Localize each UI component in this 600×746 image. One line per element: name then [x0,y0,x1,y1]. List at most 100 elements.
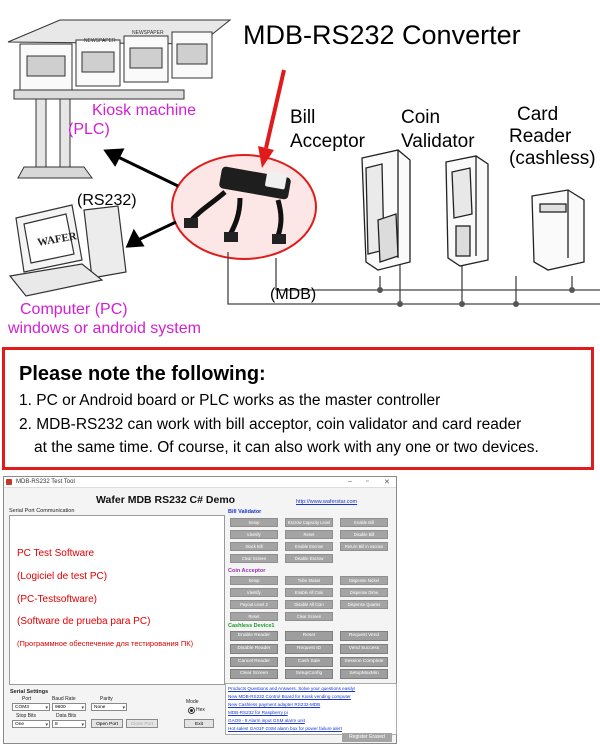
pc-label-line2: windows or android system [8,320,201,337]
pc-label-line1: Computer (PC) [20,301,128,318]
cashless-vend-success-button[interactable]: Vend Success [340,644,388,654]
coin-label-line2: Validator [401,131,475,152]
card-reader-label: Card Reader (cashless) [509,104,596,170]
note-line-1: 1. PC or Android board or PLC works as t… [19,392,441,409]
cashless-cash-sale-button[interactable]: Cash Sale [285,657,333,667]
bill-enable-escrow-button[interactable]: Enable Escrow [285,542,333,551]
coin-acceptor-title: Coin Acceptor [228,568,266,574]
kiosk-label-line2: (PLC) [68,121,110,138]
comm-line-5: (Программное обеспечение для тестировани… [17,639,194,648]
baud-rate-label: Baud Rate [52,696,76,702]
data-bits-label: Data Bits [56,713,77,719]
mdb-bus [227,252,600,305]
kiosk-machine-illustration [7,19,232,179]
bill-disable-button[interactable]: Disable Bill [340,530,388,539]
product-links-box: Products Questions and Answers. Solve yo… [225,683,397,735]
bill-acceptor-illustration [361,149,411,271]
coin-dispense-nickel-button[interactable]: Dispense Nickel [340,576,388,585]
card-label-line1: Card [517,104,559,125]
cashless-clear-screen-button[interactable]: Clear Screen [230,669,278,679]
kiosk-sign-text: NEWSPAPER [84,38,116,44]
kiosk-label-line1: Kiosk machine [92,102,197,119]
close-icon[interactable]: ✕ [384,479,390,486]
mode-label: Mode [186,699,199,705]
product-link-6[interactable]: Hot sales! GA01F GSM alarm box for power… [228,726,342,731]
coin-disable-all-button[interactable]: Disable All Coin [285,600,333,609]
kiosk-label: Kiosk machine (PLC) [68,101,197,139]
bill-return-button[interactable]: Return Bill in escrow [340,542,388,551]
close-port-button[interactable]: Close Port [126,719,158,728]
note-line-3: at the same time. Of course, it can also… [34,439,539,456]
coin-validator-label: Coin Validator [401,106,475,154]
product-link-5[interactable]: GAO9 - 8 Alarm input GSM alarm unit [228,718,305,723]
exit-button[interactable]: Exit [184,719,214,728]
bill-reset-button[interactable]: Reset [285,530,333,539]
product-link-2[interactable]: New MDB-RS232 Control Board for Kiosk ve… [228,694,351,699]
coin-reset-button[interactable]: Reset [230,612,278,621]
bill-label-line1: Bill [290,107,316,128]
note-box: Please note the following: 1. PC or Andr… [2,347,594,470]
parity-label: Parity [100,696,113,702]
coin-identify-button[interactable]: Identify [230,588,278,597]
coin-clear-screen-button[interactable]: Clear Screen [285,612,333,621]
cashless-request-vend-button[interactable]: Request Vend [340,631,388,641]
port-select[interactable]: COM3 [12,703,50,712]
baud-rate-select[interactable]: 9600 [52,703,86,712]
connection-arrows [103,148,179,248]
product-link-1[interactable]: Products Questions and Answers. Solve yo… [228,686,356,691]
note-heading: Please note the following: [19,363,266,385]
red-arrow [258,69,286,168]
cashless-session-complete-button[interactable]: Session Complete [340,657,388,667]
stop-bits-select[interactable]: One [12,720,50,729]
card-label-line2: Reader [509,126,572,147]
comm-line-4: (Software de prueba para PC) [17,616,151,627]
parity-select[interactable]: None [91,703,127,712]
bill-setup-button[interactable]: Setup [230,518,278,527]
bill-validator-title: Bill Validator [228,509,262,515]
cashless-setup-config-button[interactable]: SetupConfig [285,669,333,679]
coin-tube-status-button[interactable]: Tube Status [285,576,333,585]
coin-payout-level-button[interactable]: Payout Level 2 [230,600,278,609]
coin-validator-illustration [445,155,489,267]
serial-comm-textarea[interactable]: PC Test Software (Logiciel de test PC) (… [9,515,225,685]
cashless-setup-maxmin-button[interactable]: SetupMaxMin [340,669,388,679]
card-reader-illustration [531,189,585,271]
bill-acceptor-label: Bill Acceptor [290,106,365,154]
bill-clear-screen-button[interactable]: Clear Screen [230,554,278,563]
coin-enable-all-button[interactable]: Enable All Coin [285,588,333,597]
coin-setup-button[interactable]: Setup [230,576,278,585]
app-icon [6,479,12,485]
kiosk-sign-text-2: NEWSPAPER [132,30,164,36]
product-link-3[interactable]: New Cashless payment adapter RS232-MDB [228,702,321,707]
open-port-button[interactable]: Open Port [91,719,123,728]
bill-stack-button[interactable]: Stack Bill [230,542,278,551]
bill-identify-button[interactable]: Identify [230,530,278,539]
cashless-disable-reader-button[interactable]: Disable Reader [230,644,278,654]
computer-illustration [8,204,127,297]
bill-escrow-capacity-button[interactable]: Escrow Capacity Level [285,518,333,527]
note-line-2: 2. MDB-RS232 can work with bill acceptor… [19,416,522,433]
coin-dispense-dime-button[interactable]: Dispense Dime [340,588,388,597]
bill-enable-button[interactable]: Enable Bill [340,518,388,527]
cashless-reset-button[interactable]: Reset [285,631,333,641]
bill-disable-escrow-button[interactable]: Disable Escrow [285,554,333,563]
coin-label-line1: Coin [401,107,441,128]
cashless-title: Cashless Device1 [228,623,275,629]
window-titlebar: MDB-RS232 Test Tool – ▫ ✕ [4,477,396,488]
cashless-request-id-button[interactable]: Request ID [285,644,333,654]
mode-radio-icon[interactable] [188,707,195,714]
minimize-icon[interactable]: – [348,478,352,485]
cashless-enable-reader-button[interactable]: Enable Reader [230,631,278,641]
comm-line-2: (Logiciel de test PC) [17,571,108,582]
data-bits-select[interactable]: 8 [52,720,86,729]
product-link-4[interactable]: MDB-RS232 for Raspberry pi [228,710,288,715]
system-diagram: NEWSPAPER NEWSPAPER WAFER [7,19,600,307]
card-label-line3: (cashless) [509,148,596,169]
cashless-cancel-reader-button[interactable]: Cancel Reader [230,657,278,667]
comm-line-1: PC Test Software [17,548,95,559]
coin-dispense-quarter-button[interactable]: Dispense Quarter [340,600,388,609]
maximize-icon[interactable]: ▫ [366,478,369,485]
app-heading: Wafer MDB RS232 C# Demo [96,494,236,506]
website-link[interactable]: http://www.waferstar.com [296,499,358,505]
register-button[interactable]: Register Erased [342,733,392,742]
